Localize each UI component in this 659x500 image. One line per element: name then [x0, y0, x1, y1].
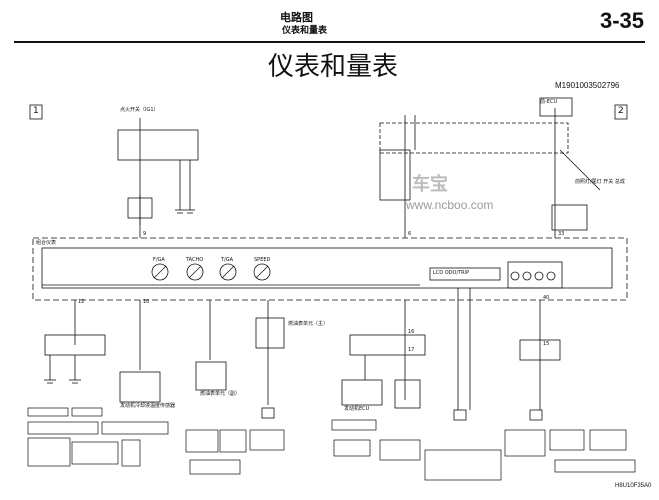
header-rule: [14, 41, 645, 43]
figure-id: H8U10F35A0: [615, 483, 652, 489]
label-fuel-level-sensor: 燃油表单元（主）: [288, 321, 329, 327]
main-title: 仪表和量表: [268, 52, 399, 82]
wire-number: 33: [558, 231, 565, 237]
label-ignition-switch: 点火开关（IG1）: [120, 107, 159, 113]
header-subtitle: 仪表和量表: [282, 26, 328, 36]
panel-marker-right: [614, 104, 628, 120]
watermark-url: www.ncboo.com: [406, 198, 494, 212]
label-body-ecu: 前-ECU: [540, 99, 558, 105]
wire-number: 16: [408, 329, 415, 335]
wire-number: 17: [408, 347, 415, 353]
label-lcd: LCD ODO/TRIP: [433, 270, 470, 276]
panel-number-left: 1: [33, 106, 39, 116]
label-speed: SPEED: [254, 257, 271, 263]
panel-marker-left: [29, 104, 43, 120]
wire-number: 40: [543, 295, 550, 301]
panel-number-right: 2: [618, 106, 624, 116]
label-cluster: 组合仪表: [36, 240, 57, 246]
header-section: 电路图: [280, 11, 313, 24]
wire-number: 10: [143, 299, 150, 305]
label-engine-ecu: 发动机ECU: [344, 406, 370, 412]
wire-number: 6: [408, 231, 412, 237]
label-temp: T/GA: [221, 257, 234, 263]
label-fuel: F/GA: [153, 257, 165, 263]
label-right-notes: 前照灯/尾灯 开关 总成: [575, 179, 625, 185]
wire-number: 15: [543, 341, 550, 347]
label-tacho: TACHO: [186, 257, 204, 263]
watermark-text: 车宝: [412, 174, 448, 195]
diagram-code: M1901003502796: [555, 81, 620, 90]
label-fuel-gauge-unit: 燃油表单元（副）: [200, 391, 241, 397]
page-number: 3-35: [600, 8, 645, 33]
wire-number: 9: [143, 231, 147, 237]
wire-number: 12: [78, 299, 85, 305]
label-sensor-left: 发动机冷却液温度传感器: [120, 403, 176, 409]
